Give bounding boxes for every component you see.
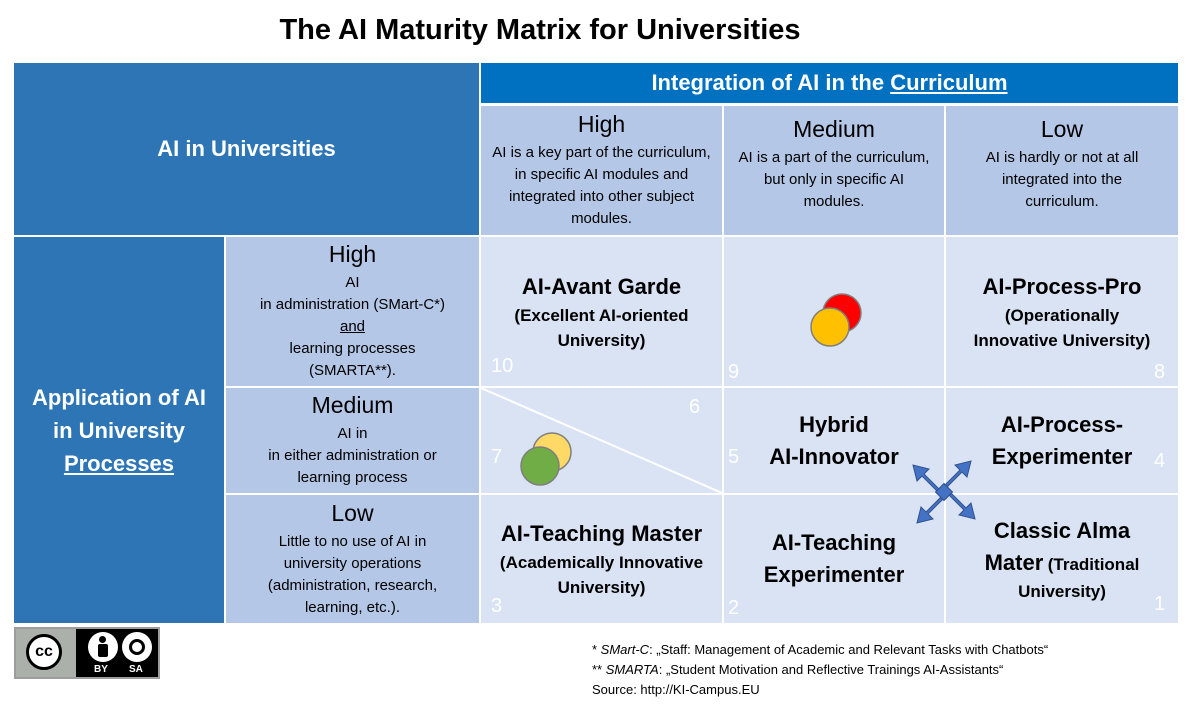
cell-number: 1 [1154, 593, 1166, 615]
column-header-high: High AI is a key part of the curriculum,… [481, 106, 722, 235]
cell-7-6-split: 7 6 [481, 388, 722, 493]
cc-icon: cc [26, 634, 62, 670]
cell-number: 7 [491, 446, 503, 468]
cc-by-sa-badge: cc BY SA [14, 627, 160, 679]
footnotes: * SMart-C: „Staff: Management of Academi… [592, 640, 1192, 700]
row-header-high: High AI in administration (SMart-C*) and… [226, 237, 479, 386]
row-header-medium: Medium AI in in either administration or… [226, 388, 479, 493]
cell-number: 2 [728, 597, 740, 619]
footnote-source: Source: http://KI-Campus.EU [592, 682, 760, 697]
cell-number: 5 [728, 446, 740, 468]
column-axis-label: Integration of AI in the Curriculum [651, 70, 1008, 95]
cell-number: 4 [1154, 450, 1166, 472]
page-title: The AI Maturity Matrix for Universities [279, 14, 801, 46]
cell-hybrid-ai-innovator: Hybrid AI-Innovator 5 [724, 388, 944, 493]
footnote-smart-c: * SMart-C: „Staff: Management of Academi… [592, 642, 1049, 657]
column-axis-header: Integration of AI in the Curriculum [481, 63, 1178, 103]
corner-label: AI in Universities [157, 136, 336, 161]
cell-ai-teaching-experimenter: AI-Teaching Experimenter 2 [724, 495, 944, 623]
corner-cell: AI in Universities [14, 63, 479, 235]
cell-ai-avant-garde: AI-Avant Garde (Excellent AI-oriented Un… [481, 237, 722, 386]
yellow-green-circles-icon [520, 432, 572, 486]
column-header-low: Low AI is hardly or not at all integrate… [946, 106, 1178, 235]
row-axis-header: Application of AI in University Processe… [14, 237, 224, 623]
sa-share-alike-icon [122, 632, 152, 662]
cell-number: 8 [1154, 361, 1166, 383]
row-header-low: Low Little to no use of AI in university… [226, 495, 479, 623]
cell-number: 6 [689, 396, 701, 418]
crossed-arrows-icon [912, 460, 976, 524]
cell-number: 3 [491, 595, 503, 617]
cell-number: 9 [728, 361, 740, 383]
cell-ai-process-experimenter: AI-Process- Experimenter 4 [946, 388, 1178, 493]
cell-classic-alma-mater: Classic Alma Mater (Traditional Universi… [946, 495, 1178, 623]
diagonal-divider [481, 388, 722, 493]
curriculum-underlined: Curriculum [890, 70, 1008, 95]
by-person-icon [88, 632, 118, 662]
footnote-smarta: ** SMARTA: „Student Motivation and Refle… [592, 662, 1004, 677]
cell-ai-teaching-master: AI-Teaching Master (Academically Innovat… [481, 495, 722, 623]
column-header-medium: Medium AI is a part of the curriculum, b… [724, 106, 944, 235]
red-yellow-circles-icon [810, 293, 862, 347]
cell-9: 9 [724, 237, 944, 386]
cell-ai-process-pro: AI-Process-Pro (Operationally Innovative… [946, 237, 1178, 386]
cell-number: 10 [491, 355, 514, 377]
